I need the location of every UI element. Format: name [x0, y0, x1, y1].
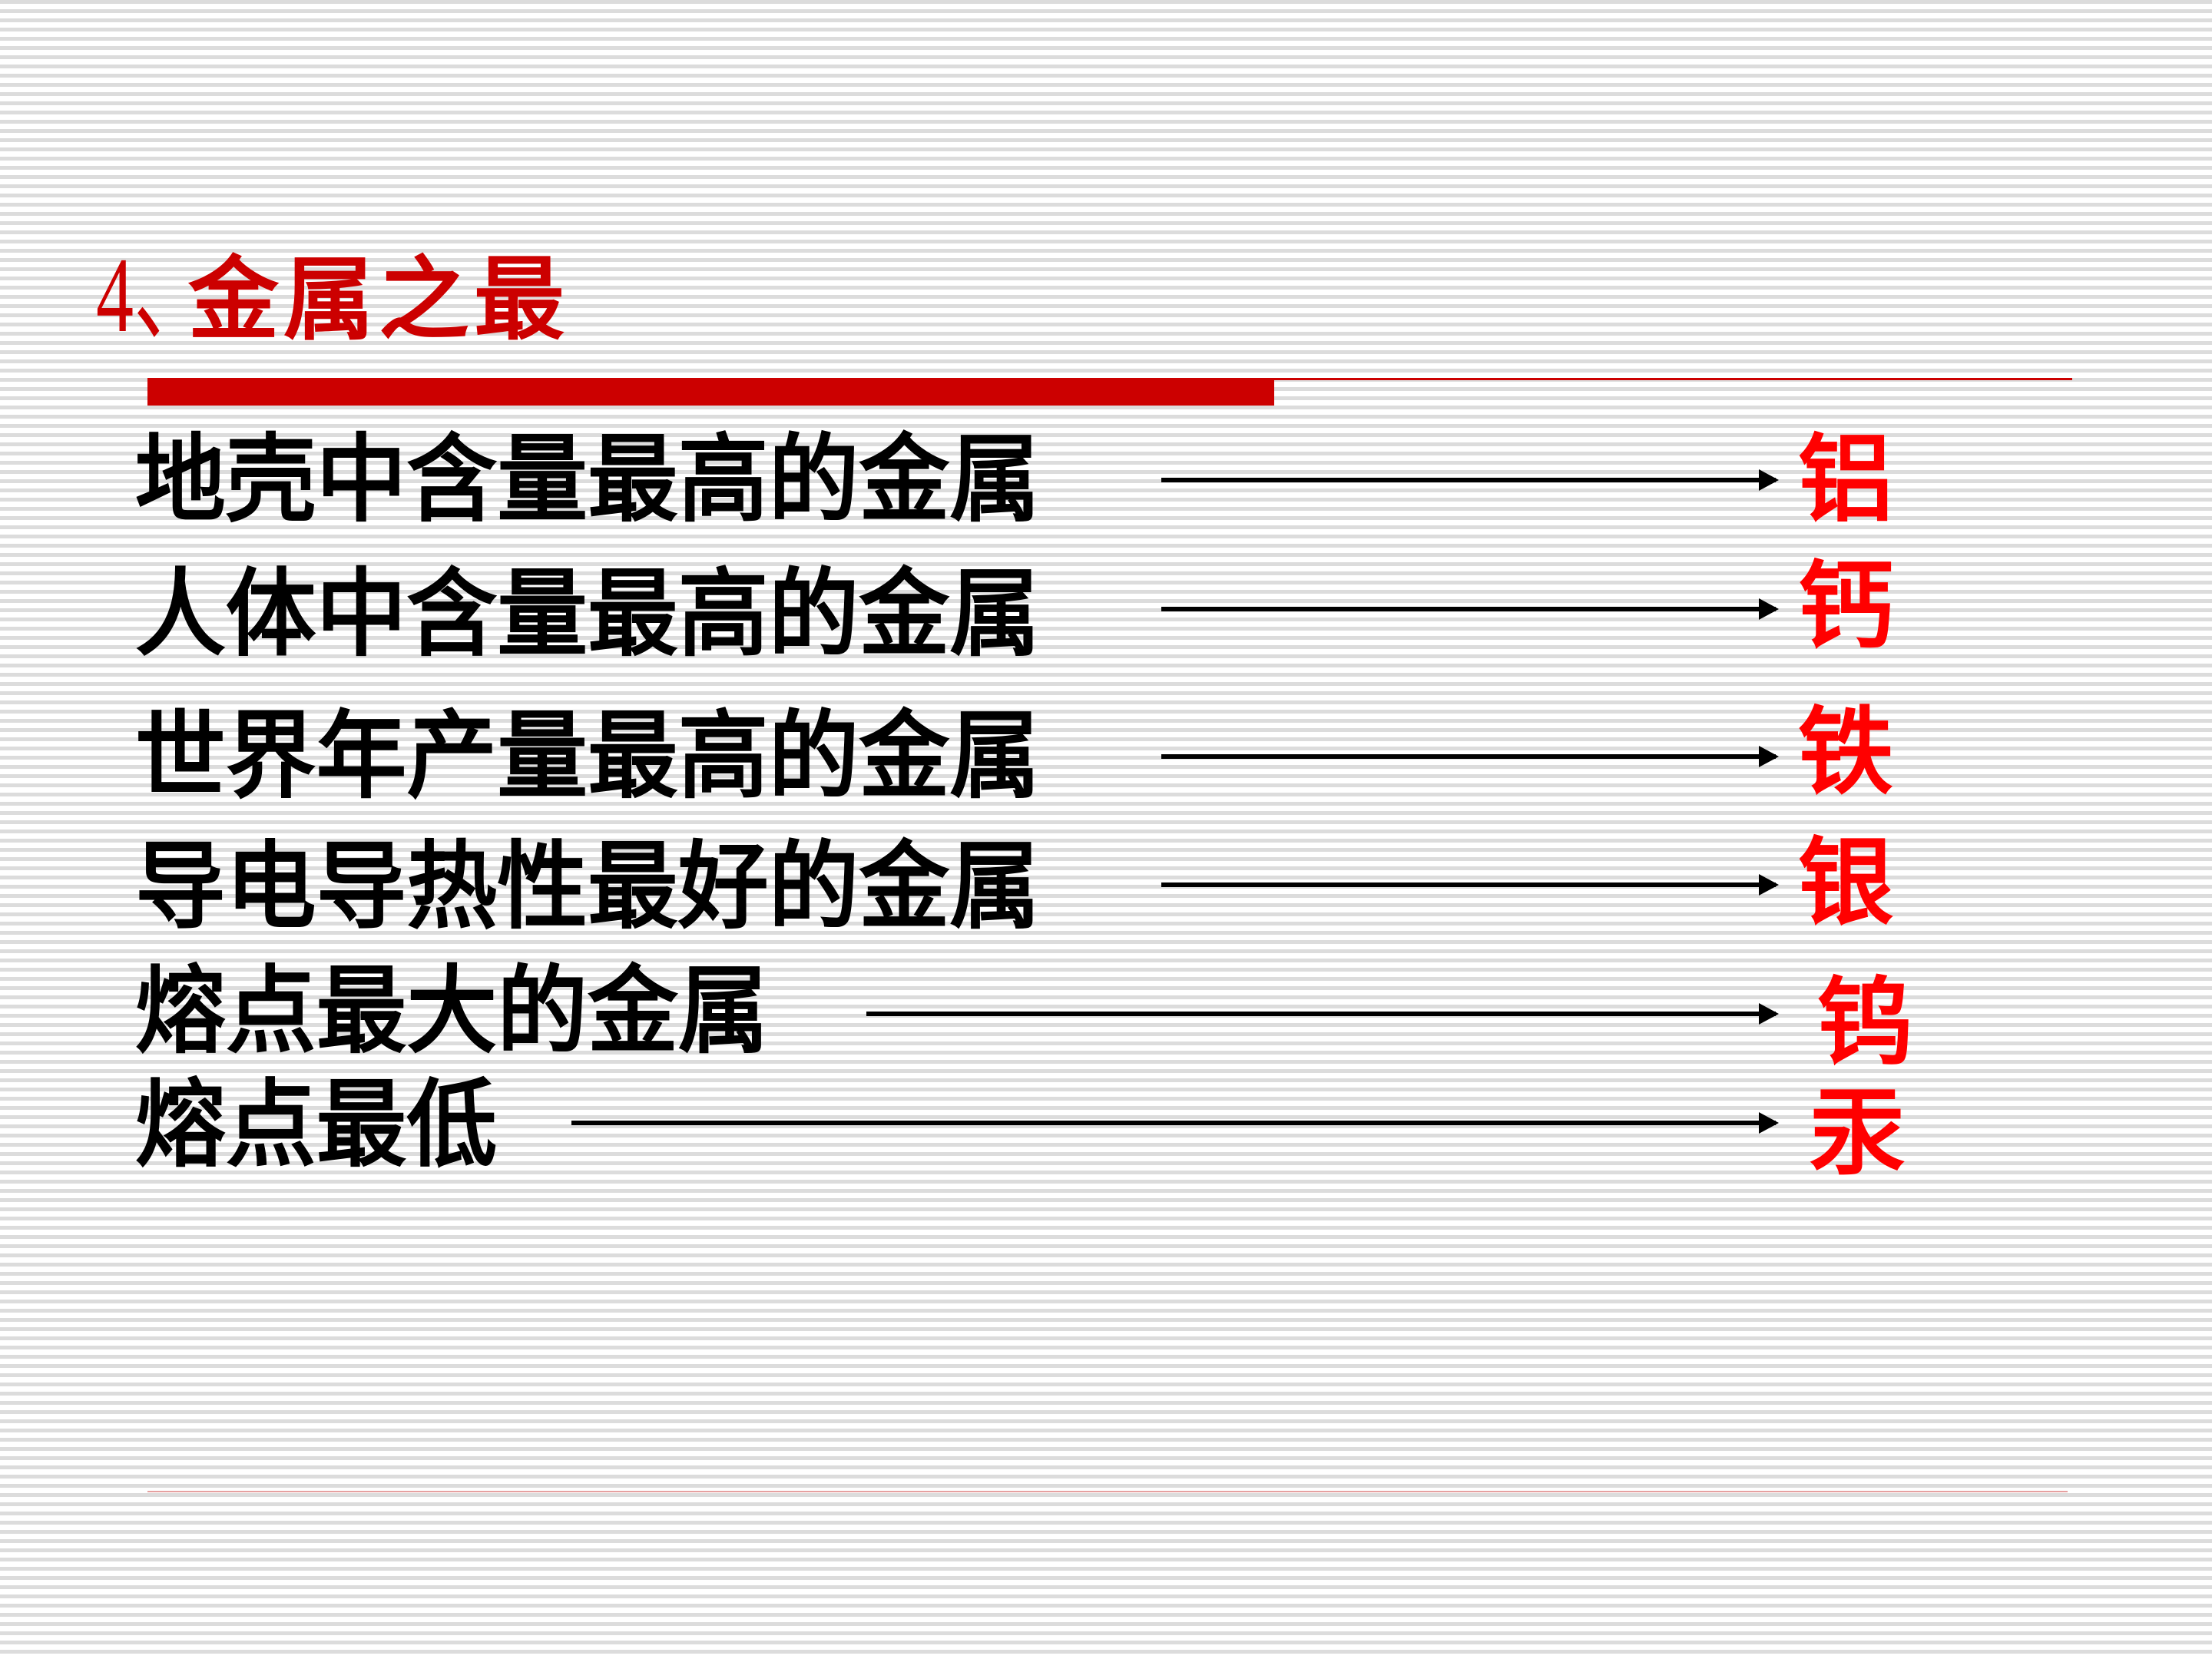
fact-answer: 钨	[1817, 968, 1913, 1078]
fact-answer: 汞	[1810, 1078, 1906, 1188]
arrow-right-icon	[1161, 469, 1779, 491]
arrow-right-icon	[866, 1003, 1779, 1025]
fact-label: 地壳中含量最高的金属	[135, 425, 1041, 535]
title-underline-bar	[147, 379, 1274, 406]
fact-label: 导电导热性最好的金属	[135, 832, 1041, 942]
fact-answer: 铁	[1798, 697, 1894, 808]
fact-answer: 银	[1798, 828, 1894, 939]
fact-label: 熔点最低	[135, 1070, 498, 1181]
arrow-right-icon	[1161, 746, 1779, 767]
fact-label: 世界年产量最高的金属	[135, 701, 1041, 812]
footer-divider	[147, 1491, 2068, 1492]
arrow-right-icon	[1161, 874, 1779, 896]
title-text: 金属之最	[188, 246, 570, 353]
fact-label: 熔点最大的金属	[135, 956, 769, 1067]
fact-answer: 铝	[1798, 425, 1894, 535]
fact-label: 人体中含量最高的金属	[135, 559, 1041, 670]
arrow-right-icon	[571, 1112, 1779, 1134]
title-number: 4、	[96, 236, 210, 355]
arrow-right-icon	[1161, 598, 1779, 620]
fact-answer: 钙	[1798, 551, 1894, 662]
slide-title: 4、 金属之最	[96, 207, 569, 355]
title-underline-thin	[147, 378, 2072, 380]
